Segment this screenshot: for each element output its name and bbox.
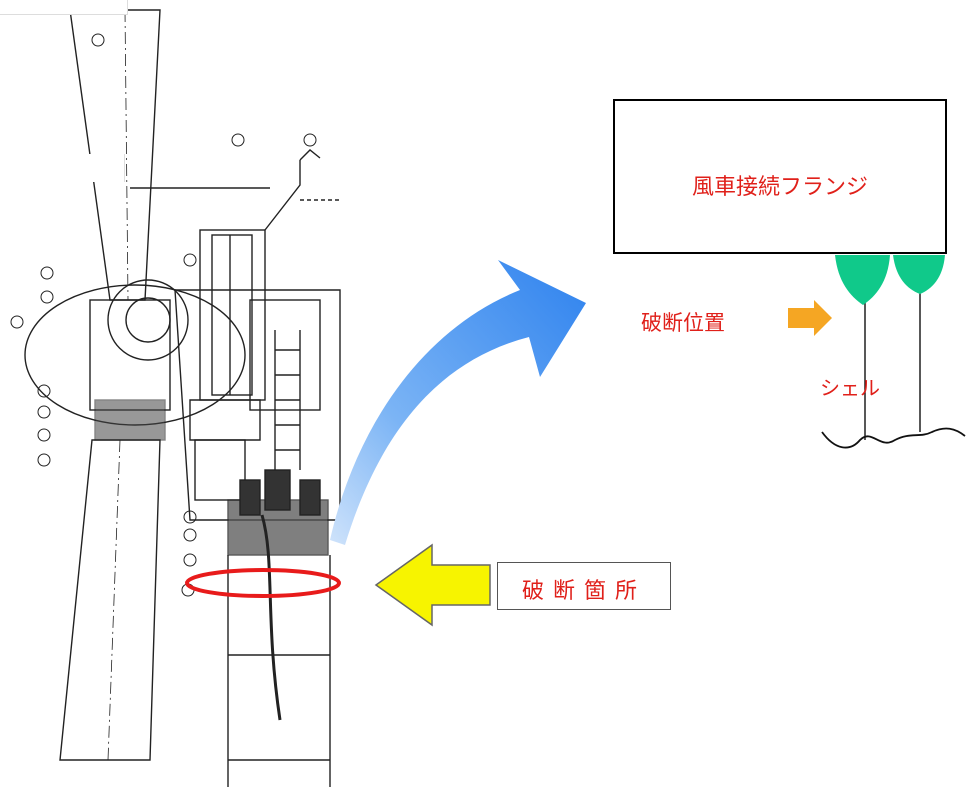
weld-bead-left xyxy=(835,255,890,305)
break-position-arrow-icon xyxy=(788,300,832,336)
flange-box: 風車接続フランジ xyxy=(613,99,947,254)
mask-patch xyxy=(10,154,125,182)
break-ellipse xyxy=(185,568,341,598)
break-location-label: 破断箇所 xyxy=(521,579,646,604)
shell-label: シェル xyxy=(820,376,880,400)
blue-curved-arrow-icon xyxy=(330,260,586,545)
nacelle-drawing xyxy=(10,9,341,787)
tower xyxy=(227,555,331,787)
weld-bead-right xyxy=(893,255,945,294)
yellow-arrow-icon xyxy=(374,543,491,627)
mask-patch xyxy=(0,0,128,15)
break-position-label: 破断位置 xyxy=(641,311,725,335)
break-wave-line xyxy=(821,427,966,449)
flange-label: 風車接続フランジ xyxy=(691,175,868,200)
break-location-box: 破断箇所 xyxy=(497,562,671,610)
